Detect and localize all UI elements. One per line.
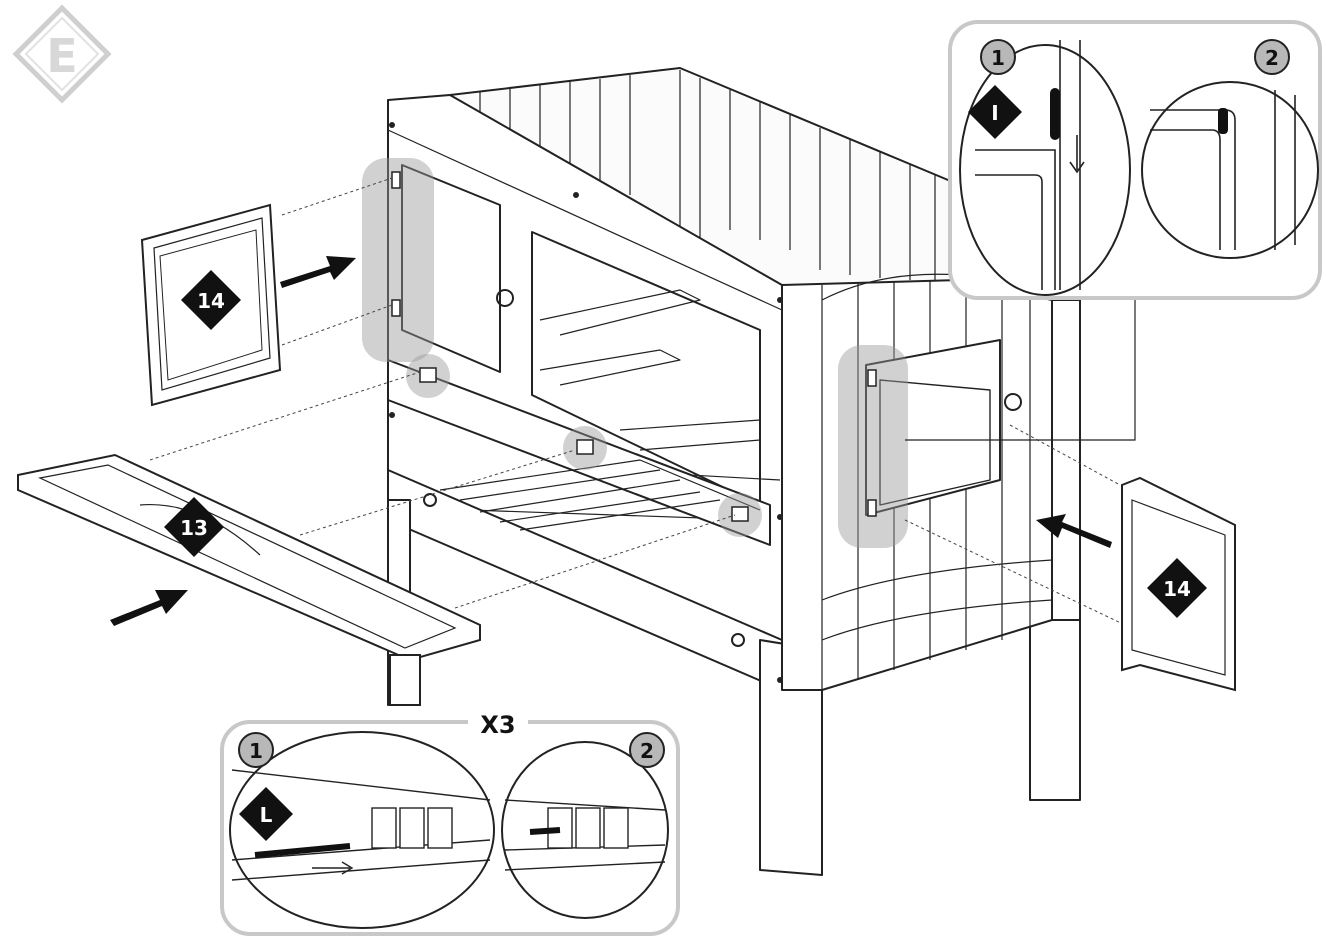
part-badge-14-left: 14	[181, 270, 241, 330]
part-label-13: 13	[180, 516, 208, 540]
detail-bottom-step-2: 2	[629, 732, 665, 768]
svg-text:L: L	[260, 803, 273, 827]
mount-highlights	[362, 158, 908, 548]
guide-lines	[149, 177, 1126, 626]
detail-top-step-1: 1	[980, 39, 1016, 75]
arrow-icon	[1036, 514, 1112, 548]
pin-badge-i: I	[968, 85, 1022, 139]
part-label-14-left: 14	[197, 289, 225, 313]
screw-holes	[389, 122, 1022, 683]
step-badge-label: E	[46, 29, 77, 83]
step-badge: E	[12, 4, 112, 104]
svg-text:2: 2	[1265, 46, 1279, 70]
arrow-icon	[110, 590, 188, 626]
tray-part	[17, 453, 481, 706]
crate-body	[387, 67, 1081, 876]
pin-badge-l: L	[239, 787, 293, 841]
detail-callout-top: 1 2 I	[948, 20, 1322, 300]
part-badge-13: 13	[164, 497, 224, 557]
multiplier-label: X3	[480, 711, 515, 739]
svg-text:1: 1	[249, 739, 263, 763]
svg-text:1: 1	[991, 46, 1005, 70]
detail-bottom-step-1: 1	[238, 732, 274, 768]
detail-top-step-2: 2	[1254, 39, 1290, 75]
arrow-icon	[280, 256, 356, 288]
part-badge-14-right: 14	[1147, 558, 1207, 618]
svg-text:2: 2	[640, 739, 654, 763]
part-label-14-right: 14	[1163, 577, 1191, 601]
svg-text:I: I	[991, 101, 998, 125]
detail-callout-bottom: X3 1 2	[220, 706, 680, 936]
